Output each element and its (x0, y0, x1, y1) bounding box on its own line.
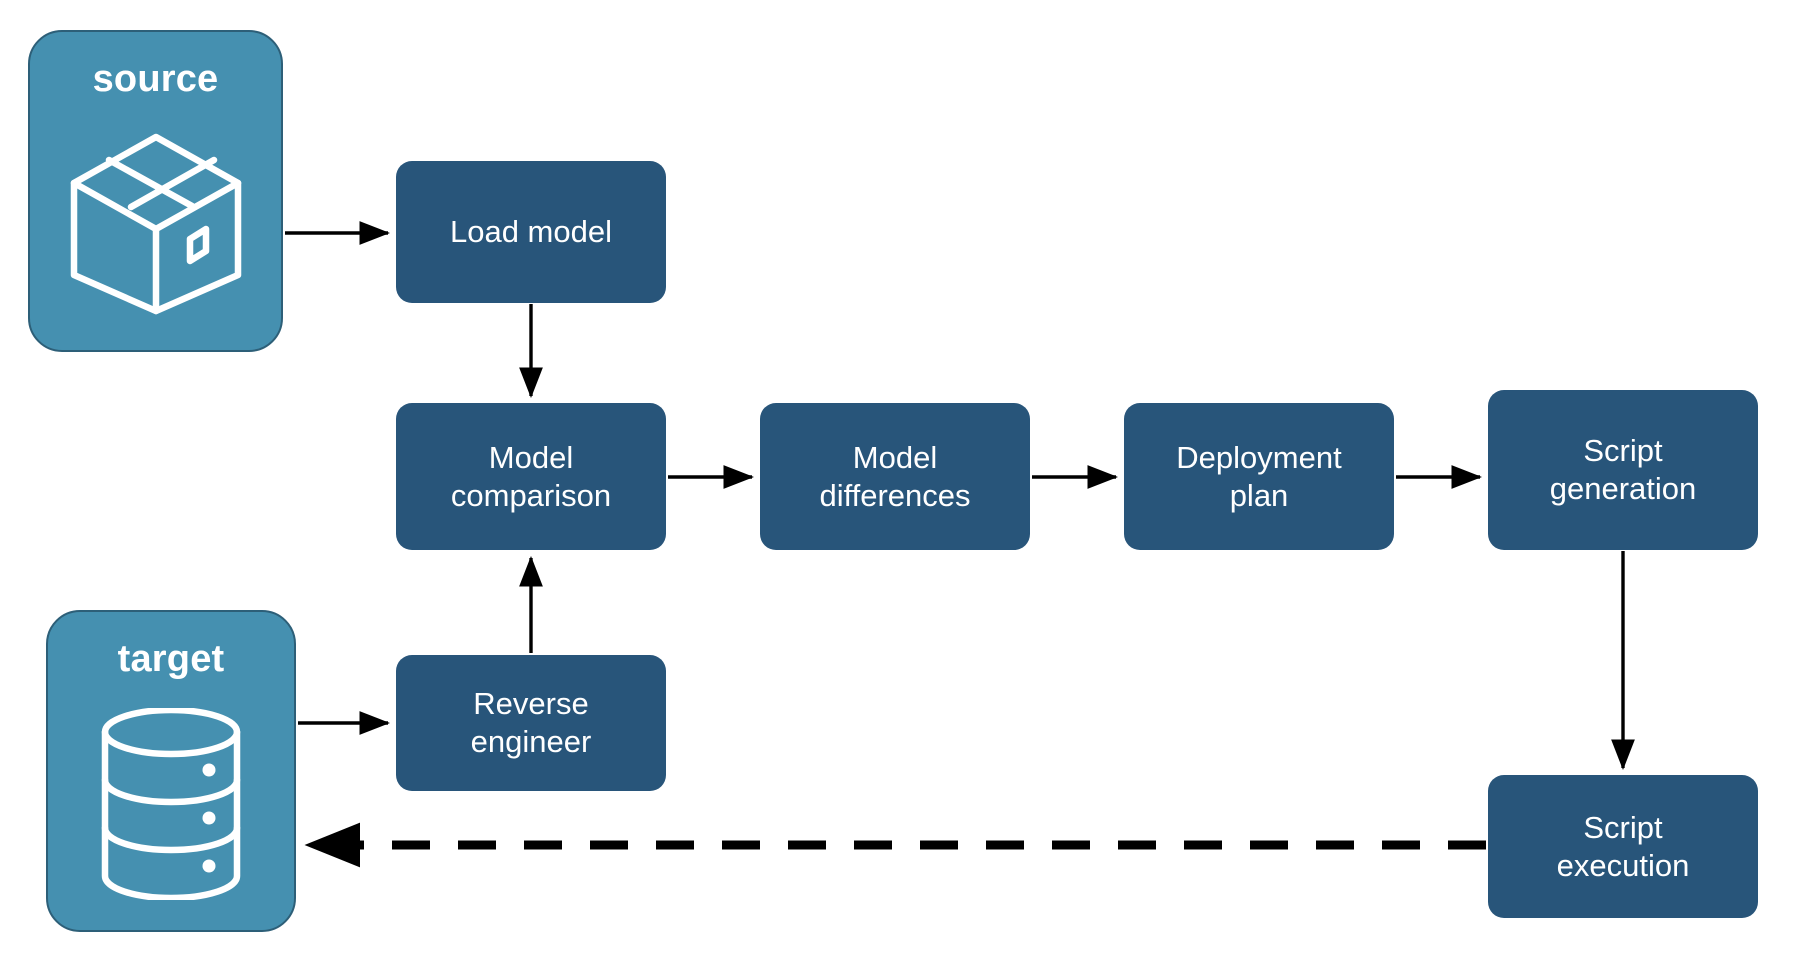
node-load-model[interactable]: Load model (396, 161, 666, 303)
node-model-comparison[interactable]: Model comparison (396, 403, 666, 550)
node-load-model-text: Load model (449, 214, 612, 250)
node-model-comparison-text: Model comparison (450, 439, 612, 513)
node-script-generation[interactable]: Script generation (1488, 390, 1758, 550)
endpoint-source[interactable]: source (28, 30, 283, 352)
node-model-differences-text: Model differences (819, 439, 971, 513)
node-deployment-plan[interactable]: Deployment plan (1124, 403, 1394, 550)
node-script-generation-text: Script generation (1549, 433, 1697, 506)
node-script-execution[interactable]: Script execution (1488, 775, 1758, 918)
node-script-execution-text: Script execution (1556, 809, 1690, 883)
database-cylinder-icon (48, 678, 294, 930)
node-reverse-engineer[interactable]: Reverse engineer (396, 655, 666, 791)
endpoint-target[interactable]: target (46, 610, 296, 932)
node-deployment-plan-text: Deployment plan (1176, 439, 1342, 513)
node-model-differences[interactable]: Model differences (760, 403, 1030, 550)
package-box-icon (30, 98, 281, 350)
endpoint-target-label: target (117, 638, 225, 680)
node-reverse-engineer-text: Reverse engineer (470, 686, 592, 759)
endpoint-source-label: source (92, 58, 219, 100)
